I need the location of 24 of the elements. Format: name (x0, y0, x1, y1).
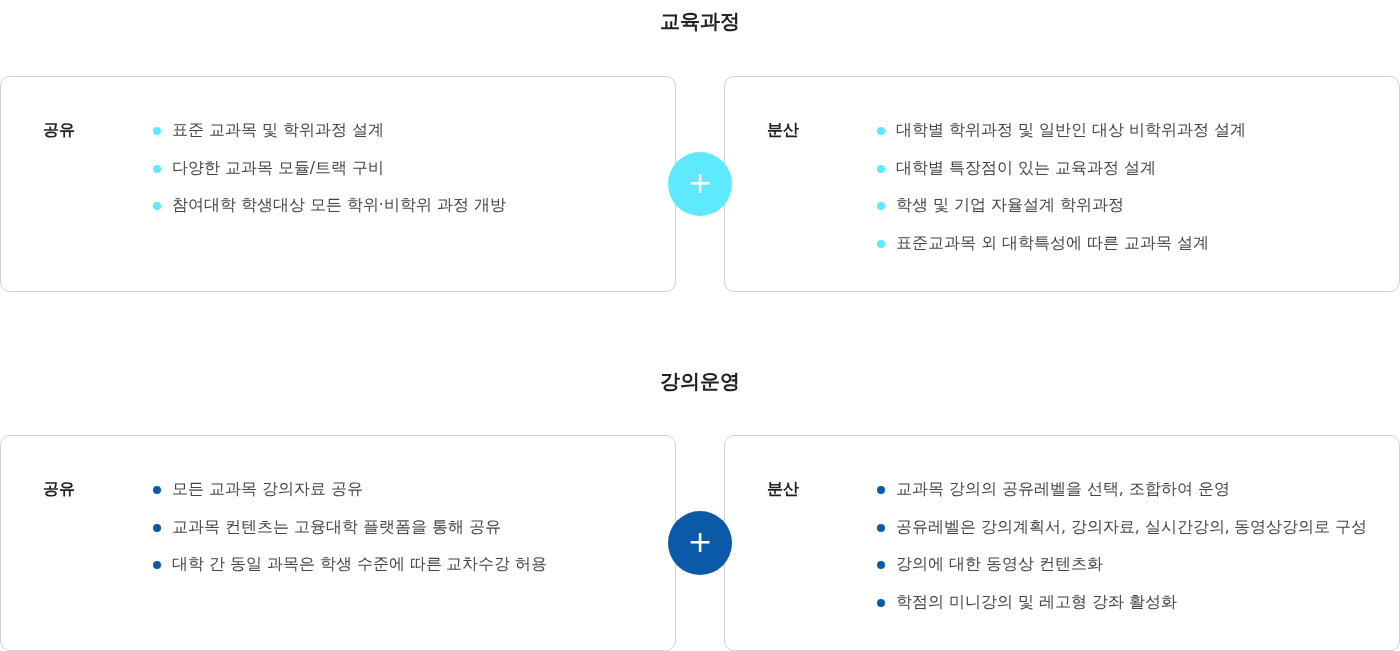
list-item: 학점의 미니강의 및 레고형 강좌 활성화 (896, 591, 1177, 612)
card-heading: 분산 (767, 479, 799, 500)
list-item: 교과목 컨텐츠는 고융대학 플랫폼을 통해 공유 (172, 516, 501, 537)
list-item: 다양한 교과목 모듈/트랙 구비 (172, 157, 384, 178)
list-item: 대학 간 동일 과목은 학생 수준에 따른 교차수강 허용 (172, 554, 548, 574)
list-item: 학생 및 기업 자율설계 학위과정 (896, 195, 1124, 215)
card-box (724, 76, 1400, 292)
card-heading: 공유 (43, 479, 75, 500)
list-item: 참여대학 학생대상 모든 학위·비학위 과정 개방 (172, 195, 506, 215)
card-heading: 분산 (767, 120, 799, 141)
section-heading: 강의운영 (660, 369, 740, 393)
card-heading: 공유 (43, 120, 75, 141)
section-heading: 교육과정 (660, 9, 740, 33)
card-box (724, 435, 1400, 651)
list-item: 표준교과목 외 대학특성에 따른 교과목 설계 (896, 232, 1209, 253)
list-item: 대학별 학위과정 및 일반인 대상 비학위과정 설계 (896, 120, 1246, 140)
list-item: 교과목 강의의 공유레벨을 선택, 조합하여 운영 (896, 479, 1230, 499)
card-box (0, 76, 676, 292)
card-box (0, 435, 676, 651)
list-item: 모든 교과목 강의자료 공유 (172, 479, 363, 499)
list-item: 표준 교과목 및 학위과정 설계 (172, 120, 384, 140)
list-item: 강의에 대한 동영상 컨텐츠화 (896, 554, 1103, 574)
list-item: 대학별 특장점이 있는 교육과정 설계 (896, 157, 1156, 178)
list-item: 공유레벨은 강의계획서, 강의자료, 실시간강의, 동영상강의로 구성 (896, 516, 1368, 537)
